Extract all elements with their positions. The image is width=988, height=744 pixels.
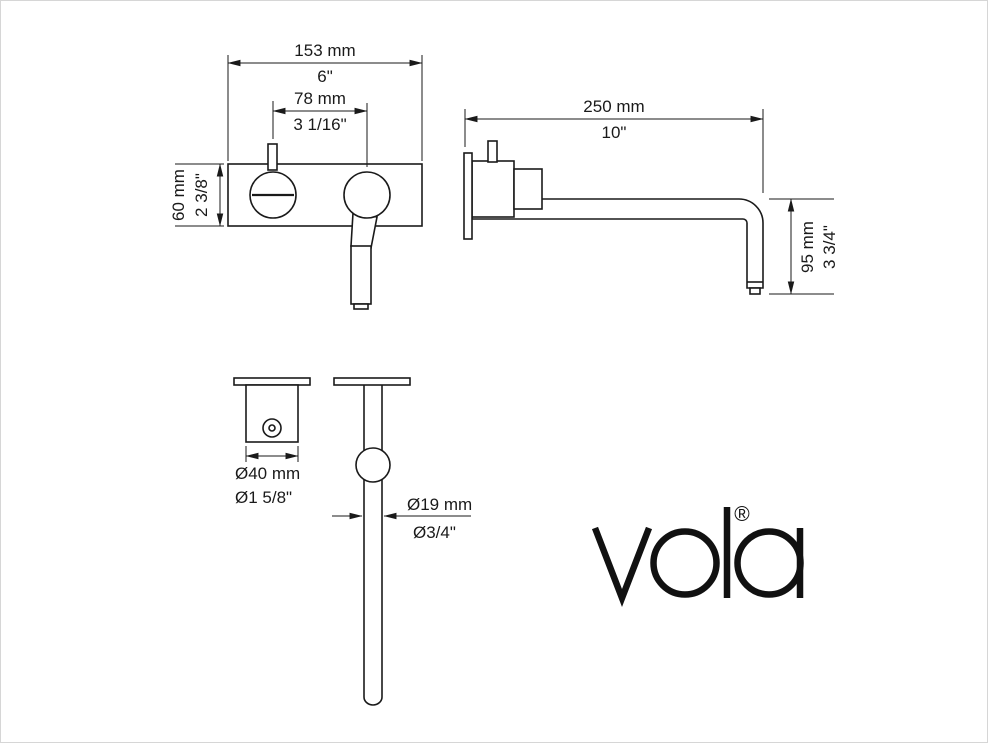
front-view	[227, 143, 423, 310]
set-screw-circle	[262, 418, 282, 438]
dim-center-spacing-mm-label: 78 mm	[294, 89, 346, 108]
valve-housing-side	[471, 160, 515, 218]
dim-center-spacing-in-label: 3 1/16"	[293, 115, 346, 134]
handle-lever-pin-front	[267, 143, 278, 171]
spout-tube-side	[471, 198, 764, 289]
dim-plate-width-mm-label: 153 mm	[294, 41, 355, 60]
dim-plate-height-mm-label: 60 mm	[169, 169, 188, 221]
spout-outlet-front	[353, 303, 369, 310]
logo-letter-v	[591, 526, 653, 608]
side-view-dimensions: 250 mm 10" 95 mm 3 3/4"	[464, 97, 839, 295]
dim-handle-diameter-in-label: Ø1 5/8"	[235, 488, 292, 507]
dim-spout-diameter-in-label: Ø3/4"	[413, 523, 456, 542]
dim-plate-width-in-label: 6"	[317, 67, 333, 86]
vola-logo: ®	[591, 503, 804, 608]
plate-edge-plan	[233, 377, 311, 386]
handle-plan-view: Ø40 mm Ø1 5/8"	[233, 377, 311, 507]
dim-spout-drop-in-label: 3 3/4"	[820, 225, 839, 269]
dim-spout-reach-in-label: 10"	[602, 123, 627, 142]
dim-spout-drop-mm-label: 95 mm	[798, 221, 817, 273]
spout-tube-rounded-end	[363, 696, 383, 706]
dim-spout-diameter-mm-label: Ø19 mm	[407, 495, 472, 514]
logo-letter-o	[650, 528, 720, 598]
dim-handle-diameter-mm-label: Ø40 mm	[235, 464, 300, 483]
dim-plate-height-in-label: 2 3/8"	[192, 173, 211, 217]
dim-spout-reach-mm-label: 250 mm	[583, 97, 644, 116]
side-view	[463, 140, 764, 295]
handle-lever-pin-side	[487, 140, 498, 163]
plate-edge-plan	[333, 377, 411, 386]
logo-letter-a-bowl	[734, 528, 804, 598]
wall-plate-side	[463, 152, 473, 240]
spout-base-circle	[343, 171, 391, 219]
spout-aerator-side	[749, 287, 761, 295]
registered-trademark-symbol: ®	[734, 503, 750, 526]
spout-plan-view: Ø19 mm Ø3/4"	[332, 377, 472, 706]
spout-tube-front	[350, 245, 372, 305]
spout-pivot-ball	[355, 447, 391, 483]
handle-cylinder-side	[513, 168, 543, 210]
set-screw-center	[268, 424, 276, 432]
front-view-dimensions: 153 mm 6" 78 mm 3 1/16" 60 mm 2 3/8"	[169, 41, 423, 227]
